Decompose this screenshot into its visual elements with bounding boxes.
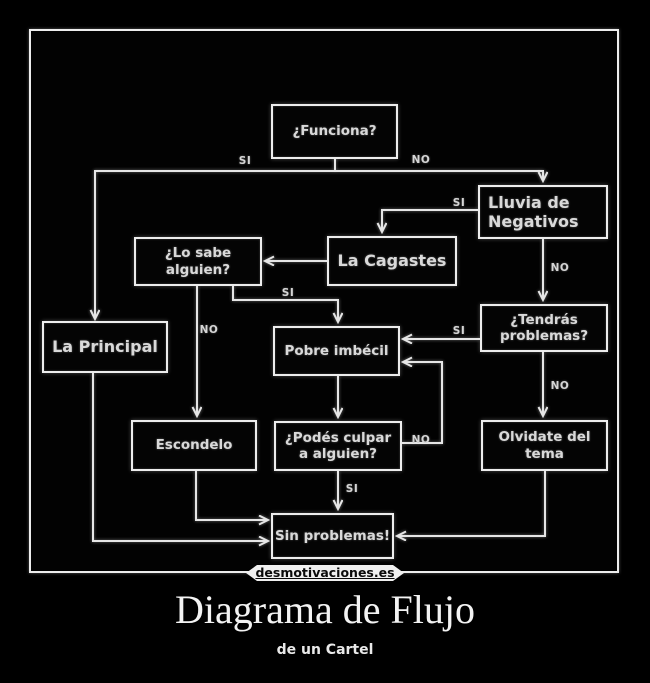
edge-label-tendras-no: NO <box>550 380 570 392</box>
edge-label-tendras-si: SI <box>452 325 466 337</box>
edge-label-losabe-si: SI <box>281 287 295 299</box>
watermark-ribbon: desmotivaciones.es <box>246 565 404 581</box>
node-podes-culpar: ¿Podés culpar a alguien? <box>274 421 402 471</box>
watermark-text: desmotivaciones.es <box>255 564 395 580</box>
edge-podes-pobre-loop <box>402 362 443 444</box>
node-olvidate-del-tema: Olvidate del tema <box>481 420 608 471</box>
node-sin-problemas: Sin problemas! <box>271 513 394 559</box>
node-pobre-imbecil: Pobre imbécil <box>273 326 400 376</box>
edge-losabe-pobre <box>232 286 338 322</box>
edge-label-funciona-no: NO <box>411 154 431 166</box>
edge-escondelo-sinproblemas <box>195 471 268 520</box>
edge-funciona-branches <box>95 170 543 319</box>
edge-label-losabe-no: NO <box>199 324 219 336</box>
node-la-principal: La Principal <box>42 321 168 373</box>
edge-principal-sinproblemas <box>92 373 268 541</box>
poster-title: Diagrama de Flujo <box>175 587 475 632</box>
edge-label-lluvia-no: NO <box>550 262 570 274</box>
node-lo-sabe-alguien: ¿Lo sabe alguien? <box>134 237 262 286</box>
node-tendras-problemas: ¿Tendrás problemas? <box>480 304 608 352</box>
edge-olvidate-sinproblemas <box>397 471 546 536</box>
node-lluvia-de-negativos: Lluvia de Negativos <box>478 185 608 239</box>
edge-label-funciona-si: SI <box>238 155 252 167</box>
node-la-cagastes: La Cagastes <box>327 236 457 286</box>
node-funciona: ¿Funciona? <box>271 104 398 159</box>
edge-label-podes-no: NO <box>411 434 431 446</box>
edge-label-lluvia-si: SI <box>452 197 466 209</box>
poster-subtitle: de un Cartel <box>276 642 374 658</box>
node-escondelo: Escondelo <box>131 420 257 471</box>
edge-lluvia-cagastes <box>382 209 478 232</box>
edge-label-podes-si: SI <box>345 483 359 495</box>
